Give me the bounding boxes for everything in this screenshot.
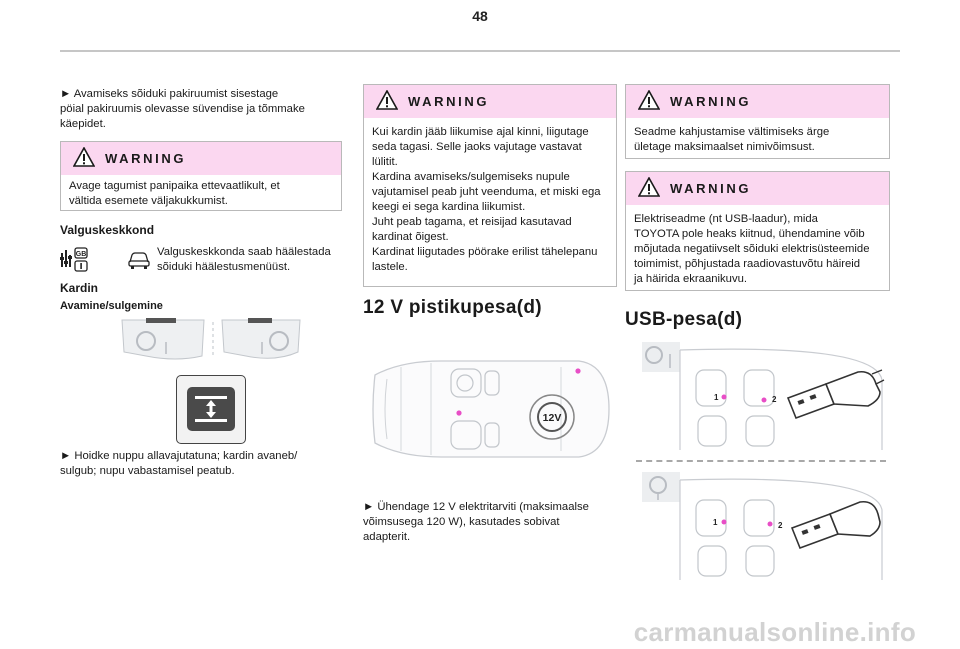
- curtain-heading: Kardin: [60, 281, 99, 295]
- warning-triangle-icon: [638, 177, 660, 197]
- car-settings-icon: [128, 252, 150, 269]
- callout-2: 2: [772, 395, 777, 404]
- settings-menu-icon: GB: [60, 247, 88, 272]
- callout-2: 2: [778, 521, 783, 530]
- warning-box-curtain: WARNING Kui kardin jääb liikumise ajal k…: [363, 84, 617, 287]
- trunk-open-instruction: ► Avamiseks sõiduki pakiruumist sisestag…: [60, 88, 305, 130]
- usb-divider: [636, 460, 886, 462]
- socket-12v-label: 12V: [543, 412, 562, 424]
- usb-plug-icon: [790, 500, 881, 550]
- usb-plug-icon: [786, 369, 885, 420]
- page-number: 48: [472, 8, 488, 24]
- watermark-bar: carmanualsonline.info: [0, 617, 960, 649]
- warning-title: WARNING: [670, 181, 752, 196]
- curtain-button: [176, 375, 246, 444]
- svg-text:GB: GB: [76, 251, 87, 258]
- usb-heading: USB-pesa(d): [625, 309, 743, 330]
- warning-box-storage: WARNING Avage tagumist panipaika ettevaa…: [60, 141, 342, 211]
- warning-title: WARNING: [408, 94, 490, 109]
- warning-box-power: WARNING Seadme kahjustamise vältimiseks …: [625, 84, 890, 159]
- car-top-view-12v: 12V: [372, 360, 610, 458]
- header-divider: [60, 50, 900, 52]
- curtain-illustration: [121, 318, 301, 360]
- usb-illustration-bottom: 1 2: [642, 472, 883, 580]
- lighting-heading: Valguskeskkond: [60, 223, 155, 237]
- watermark-text: carmanualsonline.info: [633, 617, 916, 647]
- warning-triangle-icon: [73, 147, 95, 167]
- socket-12v-instruction: ► Ühendage 12 V elektritarviti (maksimaa…: [363, 501, 589, 543]
- warning-title: WARNING: [105, 151, 187, 166]
- curtain-subheading: Avamine/sulgemine: [60, 300, 163, 312]
- warning-triangle-icon: [376, 90, 398, 110]
- warning-title: WARNING: [670, 94, 752, 109]
- callout-1: 1: [713, 518, 718, 527]
- callout-1: 1: [714, 393, 719, 402]
- socket-12v-heading: 12 V pistikupesa(d): [363, 297, 542, 318]
- curtain-open-close-icon: [187, 387, 235, 431]
- warning-triangle-icon: [638, 90, 660, 110]
- usb-illustration-top: 1 2: [642, 342, 885, 450]
- curtain-button-instruction: ► Hoidke nuppu allavajutatuna; kardin av…: [60, 450, 298, 477]
- warning-box-usb: WARNING Elektriseadme (nt USB-laadur), m…: [625, 171, 890, 291]
- lighting-text: Valguskeskkonda saab häälestada sõiduki …: [157, 246, 331, 273]
